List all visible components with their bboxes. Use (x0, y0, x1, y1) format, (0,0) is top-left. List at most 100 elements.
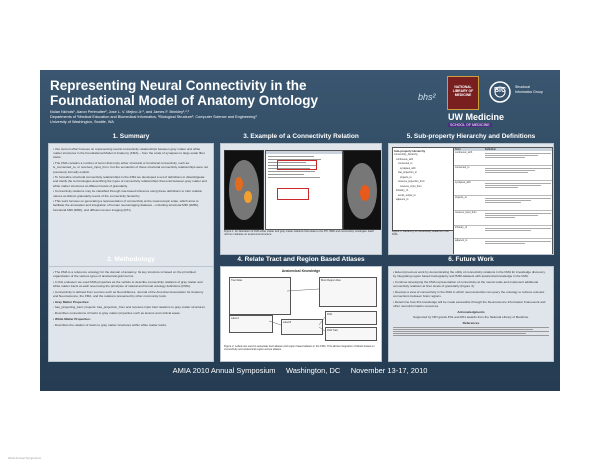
hierarchy-heading: 5. Sub-property Hierarchy and Definition… (406, 133, 536, 140)
references-heading: References (462, 321, 480, 326)
summary-para: • To formalize structural connectivity r… (53, 175, 207, 188)
bhs-logo: bhs² (418, 92, 436, 102)
connectivity-body: Figure 1. An illustration of FMA white m… (220, 143, 382, 255)
method-para: • In this endeavor we used FMA propertie… (53, 279, 203, 289)
ontology-browser (265, 150, 343, 230)
method-para: • The FMA is a reference ontology for th… (53, 270, 196, 279)
atlas-graph-title: Anatomical Knowledge (281, 269, 321, 273)
atlas-node: Label A (229, 315, 273, 333)
panel-future-work: 6. Future Work • Extend previous work by… (388, 256, 554, 362)
panel-hierarchy: 5. Sub-property Hierarchy and Definition… (388, 133, 554, 255)
figure1-caption: Figure 1. An illustration of FMA white m… (224, 230, 375, 237)
atlas-node: FMA Tract (325, 327, 377, 341)
future-para: • Determine how this knowledge will be m… (393, 299, 546, 308)
panel-summary: 1. Summary • Our current effort focuses … (48, 133, 214, 269)
sig-logo-label: BIC (494, 87, 507, 94)
definition-term: tributary_of (455, 226, 467, 229)
definitions-header-term: Term (455, 148, 461, 151)
table-row: synapses_with (454, 181, 552, 196)
hierarchy-item: projects_to (394, 175, 412, 179)
highlight-box (277, 188, 309, 200)
atlases-heading: 4. Relate Tract and Region Based Atlases (237, 256, 365, 263)
hierarchy-title: Sub-property Hierarchy (394, 149, 426, 153)
definition-term: receives_input_from (455, 211, 477, 214)
brain-mri-coronal (343, 150, 381, 230)
sig-logo-icon (489, 81, 511, 103)
atlases-body: Anatomical Knowledge Tract Atlas Brain R… (220, 266, 382, 362)
uw-medicine-logo: UW Medicine SCHOOL OF MEDICINE (448, 112, 522, 130)
author-block: Nolan Nichols¹, Aaron Perlmutter², Jose … (50, 110, 380, 125)
panel-connectivity-example: 3. Example of a Connectivity Relation (220, 133, 382, 255)
acknowledgments-heading: Acknowledgments (457, 309, 485, 314)
table-row: receives_input_from (454, 211, 552, 226)
definition-term: projects_to (455, 196, 467, 199)
summary-para: • This work focuses on generating a repr… (53, 199, 199, 212)
summary-para: • Connectivity relations may be classifi… (53, 189, 203, 198)
figure2-caption: Figure 2. Labels are used to associate t… (224, 345, 375, 352)
summary-body: • Our current effort focuses on represen… (48, 143, 214, 269)
acknowledgments-text: Supported by NIH grants P41 and R01 awar… (412, 315, 530, 320)
hierarchy-item: connected_to (394, 162, 413, 165)
hierarchy-item: sends_output_to (394, 193, 416, 197)
highlight-box (277, 160, 317, 170)
future-work-heading: 6. Future Work (448, 256, 494, 263)
atlas-node: Tract Atlas (229, 277, 291, 315)
poster-title: Representing Neural Connectivity in the … (50, 78, 318, 108)
hierarchy-item: synapses_with (394, 166, 416, 170)
summary-para: • Our current effort focuses on represen… (53, 147, 206, 160)
definitions-table: Term Definition continuous_with connecte… (453, 147, 553, 254)
table-row: continuous_with (454, 151, 552, 166)
method-para: • Gray Matter Properties: (53, 299, 90, 304)
hierarchy-item: receives_input_from (394, 184, 422, 188)
atlas-node: Brain Region Atlas (319, 277, 377, 307)
references-list (393, 326, 549, 336)
atlas-node: Label B (281, 319, 323, 335)
hierarchy-item: receives_projection_from (394, 180, 425, 183)
panel-methodology: 2. Methodology • The FMA is a reference … (48, 256, 214, 362)
hierarchy-body: Sub-property Hierarchy connectivity_hier… (388, 143, 554, 255)
future-para: • Extend previous work by demonstrating … (393, 270, 546, 279)
summary-heading: 1. Summary (112, 133, 150, 140)
method-para: • White Matter Properties: (53, 316, 91, 321)
table-row: adjacent_to (454, 239, 552, 251)
future-work-body: • Extend previous work by demonstrating … (388, 266, 554, 362)
panel-atlases: 4. Relate Tract and Region Based Atlases… (220, 256, 382, 362)
summary-para: • The FMA contains a number of terms tha… (53, 161, 209, 174)
university: University of Washington, Seattle, WA (50, 120, 114, 124)
authors: Nolan Nichols¹, Aaron Perlmutter², Jose … (50, 110, 189, 114)
definition-term: continuous_with (455, 151, 473, 154)
brain-mri-axial (224, 150, 264, 230)
definition-term: synapses_with (455, 181, 471, 184)
definitions-header-definition: Definition (485, 148, 497, 151)
table-row: tributary_of (454, 226, 552, 239)
hierarchy-item: tributary_of (394, 189, 408, 192)
hierarchy-item: adjacent_to (394, 198, 409, 201)
method-para: • Connectivity is defined from sources s… (53, 289, 204, 299)
hierarchy-item: has_projection_to (394, 171, 417, 174)
atlas-node: FMA (325, 311, 377, 325)
method-para: - Describes the relation of tracts to gr… (53, 322, 167, 327)
poster: Representing Neural Connectivity in the … (40, 70, 560, 391)
uw-medicine-sub: SCHOOL OF MEDICINE (448, 123, 492, 127)
method-para: - Describes connections of tracts to gra… (53, 311, 181, 316)
figure3-caption: Figure 3. Hierarchy of connectivity rela… (392, 230, 449, 237)
conference-footer: AMIA 2010 Annual Symposium Washington, D… (172, 366, 428, 375)
corner-label: 2010 Annual Symposium (8, 456, 42, 460)
future-para: • Develop a view of connectivity in the … (393, 289, 545, 299)
affiliations: Departments of ¹Medical Education and Bi… (50, 115, 257, 119)
methodology-body: • The FMA is a reference ontology for th… (48, 266, 214, 362)
hierarchy-item: continuous_with (394, 157, 414, 161)
atlas-edges (268, 288, 326, 332)
table-row: connected_to (454, 166, 552, 181)
uw-medicine-label: UW Medicine (448, 112, 505, 122)
nlm-logo-text: NATIONAL LIBRARY OF MEDICINE (452, 85, 474, 98)
hierarchy-item: connectivity_hierarchy (394, 153, 418, 156)
method-para: - has_projecting_tract: projects: has_pr… (53, 305, 206, 310)
nlm-logo: NATIONAL LIBRARY OF MEDICINE (447, 76, 479, 110)
definition-term: connected_to (455, 166, 470, 169)
sig-logo-sub: Structural Informatics Group (515, 85, 543, 94)
hierarchy-tree: Sub-property Hierarchy connectivity_hier… (392, 147, 454, 231)
future-para: • Continue developing the FMA representa… (393, 279, 539, 289)
methodology-heading: 2. Methodology (107, 256, 155, 263)
table-row: projects_to (454, 196, 552, 211)
